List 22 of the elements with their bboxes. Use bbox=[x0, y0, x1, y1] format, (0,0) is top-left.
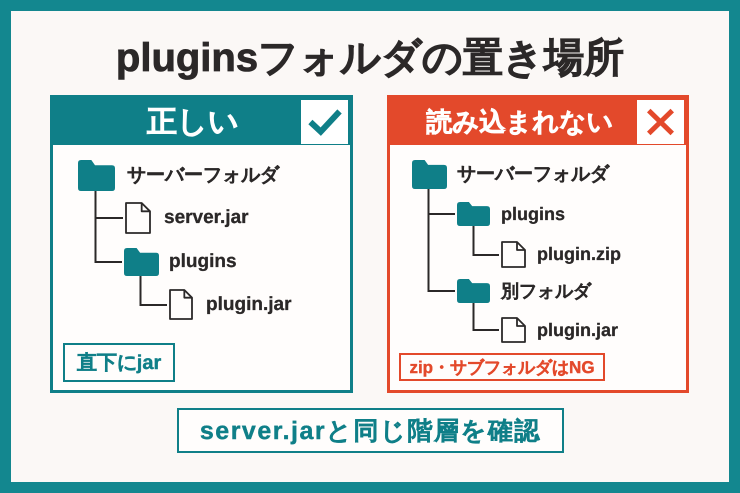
folder-name: plugins bbox=[169, 251, 237, 273]
tip-banner: server.jarと同じ階層を確認 bbox=[177, 408, 564, 453]
file-name: plugin.jar bbox=[206, 294, 292, 316]
folder-name: 別フォルダ bbox=[501, 280, 591, 302]
tree-connector bbox=[428, 189, 455, 292]
note-tag: zip・サブフォルダはNG bbox=[399, 353, 605, 381]
note-tag: 直下にjar bbox=[63, 343, 175, 382]
file-name: plugin.zip bbox=[537, 244, 621, 265]
folder-name: サーバーフォルダ bbox=[127, 164, 279, 186]
folder-name: サーバーフォルダ bbox=[457, 164, 609, 186]
file-name: plugin.jar bbox=[537, 320, 618, 340]
example-panel bbox=[50, 95, 353, 393]
folder-name: plugins bbox=[501, 204, 565, 224]
tree-connector bbox=[94, 191, 122, 263]
tree-connector bbox=[472, 226, 499, 256]
panel-heading: 読み込まれない bbox=[426, 107, 614, 136]
file-name: server.jar bbox=[164, 207, 249, 229]
tree-connector bbox=[140, 276, 167, 306]
tree-connector bbox=[472, 303, 499, 331]
example-panel bbox=[387, 95, 689, 393]
panel-heading: 正しい bbox=[147, 105, 239, 138]
title: pluginsフォルダの置き場所 bbox=[114, 35, 626, 82]
